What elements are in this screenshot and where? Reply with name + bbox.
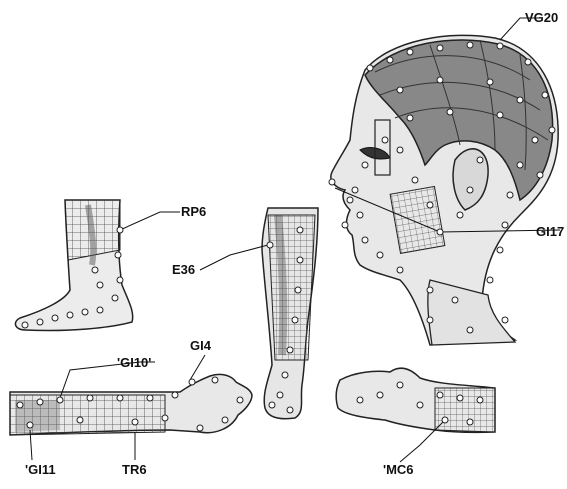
- hand-figure: [336, 368, 495, 462]
- arm-figure: [10, 355, 252, 460]
- label-rp6: RP6: [181, 204, 206, 219]
- label-tr6: TR6: [122, 462, 147, 477]
- label-vg20: VG20: [525, 10, 558, 25]
- head-figure: [329, 18, 560, 345]
- label-gi10: 'GI10': [117, 355, 151, 370]
- label-gi11: 'GI11: [25, 462, 56, 477]
- label-gi4: GI4: [190, 338, 211, 353]
- label-gi17: GI17: [536, 224, 564, 239]
- label-mc6: 'MC6: [383, 462, 414, 477]
- foot-figure: [15, 200, 180, 331]
- label-e36: E36: [172, 262, 195, 277]
